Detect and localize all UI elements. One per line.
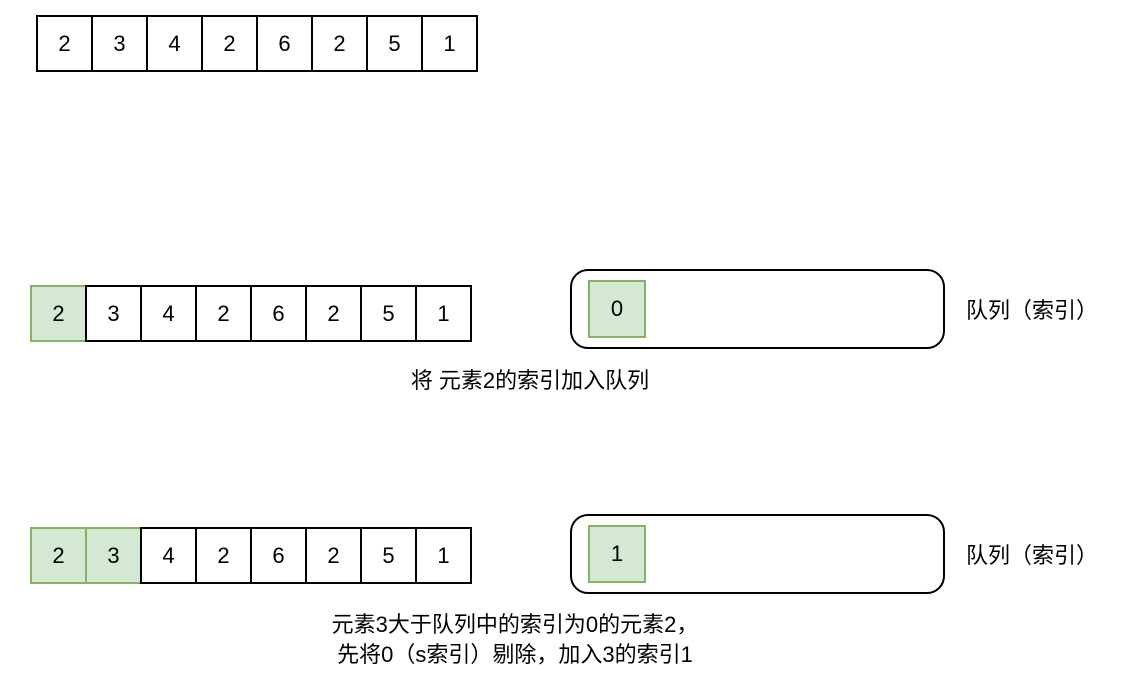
array-step2: 2 3 4 2 6 2 5 1 <box>30 527 472 584</box>
caption-step1: 将 元素2的索引加入队列 <box>330 366 730 396</box>
array-cell: 2 <box>305 527 362 584</box>
array-cell: 6 <box>256 15 313 72</box>
array-cell: 2 <box>195 527 252 584</box>
caption-line: 将 元素2的索引加入队列 <box>410 368 650 393</box>
queue-item: 0 <box>588 280 646 338</box>
queue-label-step2: 队列（索引） <box>966 543 1099 568</box>
caption-step2: 元素3大于队列中的索引为0的元素2， 先将0（s索引）剔除，加入3的索引1 <box>265 610 765 670</box>
caption-line: 元素3大于队列中的索引为0的元素2， <box>331 612 699 637</box>
array-cell: 5 <box>360 527 417 584</box>
array-step1: 2 3 4 2 6 2 5 1 <box>30 285 472 342</box>
array-cell: 2 <box>195 285 252 342</box>
array-cell: 2 <box>311 15 368 72</box>
array-initial: 2 3 4 2 6 2 5 1 <box>36 15 478 72</box>
array-cell: 5 <box>366 15 423 72</box>
caption-line: 先将0（s索引）剔除，加入3的索引1 <box>337 642 693 667</box>
array-cell: 4 <box>140 285 197 342</box>
queue-step1: 0 <box>570 269 945 349</box>
array-cell: 1 <box>415 285 472 342</box>
queue-step2: 1 <box>570 514 945 594</box>
array-cell: 2 <box>201 15 258 72</box>
array-cell: 2 <box>36 15 93 72</box>
array-cell: 1 <box>415 527 472 584</box>
queue-label-step1: 队列（索引） <box>966 298 1099 323</box>
array-cell: 4 <box>140 527 197 584</box>
array-cell: 3 <box>85 285 142 342</box>
array-cell: 6 <box>250 285 307 342</box>
array-cell: 1 <box>421 15 478 72</box>
array-cell: 6 <box>250 527 307 584</box>
array-cell: 2 <box>30 527 87 584</box>
array-cell: 3 <box>85 527 142 584</box>
array-cell: 4 <box>146 15 203 72</box>
queue-item: 1 <box>588 525 646 583</box>
array-cell: 2 <box>305 285 362 342</box>
array-cell: 3 <box>91 15 148 72</box>
array-cell: 5 <box>360 285 417 342</box>
array-cell: 2 <box>30 285 87 342</box>
